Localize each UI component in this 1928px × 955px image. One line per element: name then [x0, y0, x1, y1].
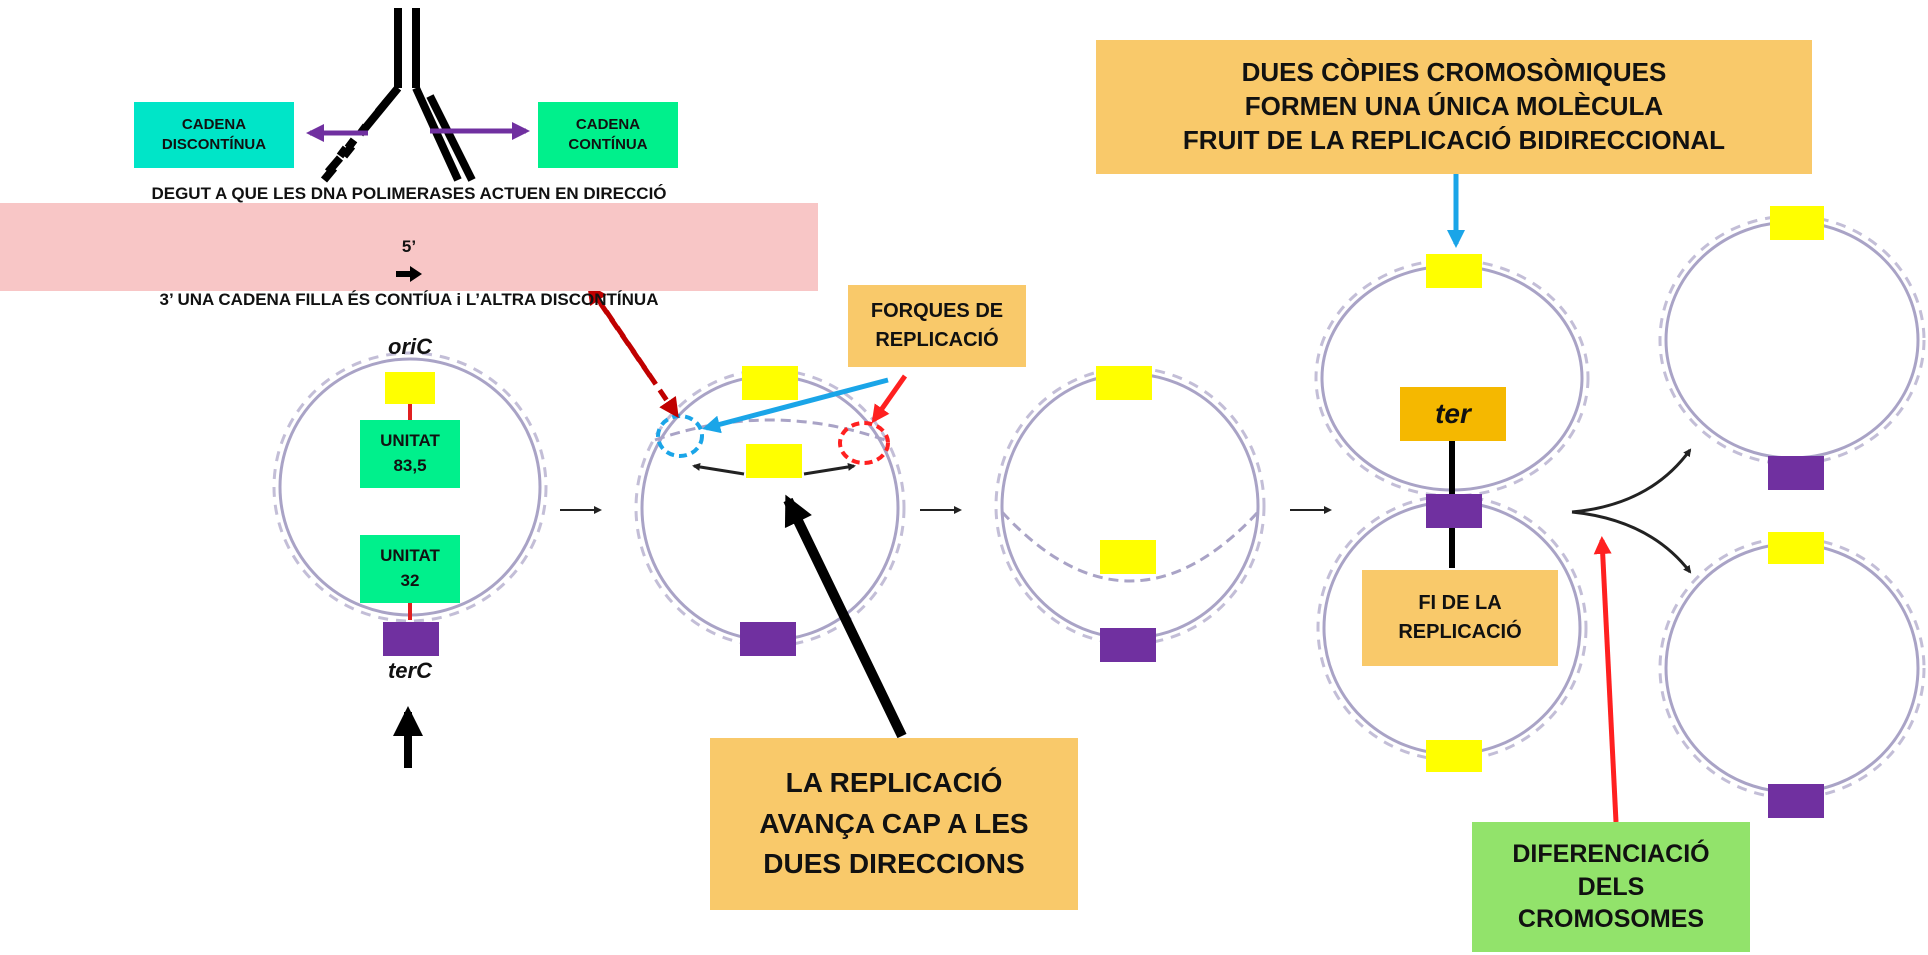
- polymerase-note-line2: 5’ 3’ UNA CADENA FILLA ÉS CONTÍUA i L’AL…: [160, 207, 659, 312]
- daughter-bottom-terminus: [1768, 784, 1824, 818]
- oric-marker: [385, 372, 435, 404]
- terc-marker: [383, 622, 439, 656]
- fork-pointer-blue: [702, 377, 889, 434]
- oric-label: oriC: [388, 334, 432, 359]
- replication-fork-icon: [320, 8, 476, 183]
- continuous-strand-label: CADENA CONTÍNUA: [538, 102, 678, 168]
- unit-32-label: UNITAT 32: [360, 535, 460, 603]
- origin-marker-top: [1096, 366, 1152, 400]
- terminus-marker-4: [1426, 494, 1482, 528]
- origin-marker-lower: [1426, 740, 1482, 772]
- origin-marker-upper: [1426, 254, 1482, 288]
- terminus-marker-3: [1100, 628, 1156, 662]
- polymerase-note-5prime: 5’: [401, 236, 417, 256]
- daughter-chromosome-top: [1658, 214, 1926, 466]
- polymerase-note-line1: DEGUT A QUE LES DNA POLIMERASES ACTUEN E…: [151, 184, 667, 204]
- fork-direction-right: [803, 462, 856, 476]
- unit-83-label: UNITAT 83,5: [360, 420, 460, 488]
- fork-pointer-red: [871, 374, 908, 424]
- right-arrow-icon: [395, 265, 422, 282]
- origin-marker-b: [746, 444, 802, 478]
- fork-circle-right: [838, 421, 890, 465]
- separation-arrow-down: [1571, 510, 1692, 574]
- fork-circle-left: [656, 414, 704, 458]
- polymerase-note: DEGUT A QUE LES DNA POLIMERASES ACTUEN E…: [0, 184, 818, 309]
- differentiation-arrow: [1593, 536, 1619, 823]
- daughter-top-origin: [1770, 206, 1824, 240]
- daughter-top-terminus: [1768, 456, 1824, 490]
- terminus-marker: [740, 622, 796, 656]
- fork-direction-left: [692, 462, 745, 476]
- ter-label: ter: [1400, 387, 1506, 441]
- origin-marker-a: [742, 366, 798, 400]
- origin-marker-bottom: [1100, 540, 1156, 574]
- bidirectional-label: LA REPLICACIÓ AVANÇA CAP A LES DUES DIRE…: [710, 738, 1078, 910]
- replication-forks-label: FORQUES DE REPLICACIÓ: [848, 285, 1026, 367]
- polymerase-note-rest: 3’ UNA CADENA FILLA ÉS CONTÍUA i L’ALTRA…: [159, 289, 659, 309]
- daughter-bottom-origin: [1768, 532, 1824, 564]
- chromosome-advanced: [994, 366, 1266, 646]
- separation-arrow-up: [1571, 448, 1692, 514]
- differentiation-label: DIFERENCIACIÓ DELS CROMOSOMES: [1472, 822, 1750, 952]
- discontinuous-strand-label: CADENA DISCONTÍNUA: [134, 102, 294, 168]
- bidirectional-pointer-arrow: [783, 494, 907, 739]
- daughter-chromosome-bottom: [1658, 536, 1926, 800]
- end-replication-label: FI DE LA REPLICACIÓ: [1362, 570, 1558, 666]
- terc-label: terC: [387, 658, 432, 683]
- two-copies-label: DUES CÒPIES CROMOSÒMIQUES FORMEN UNA ÚNI…: [1096, 40, 1812, 174]
